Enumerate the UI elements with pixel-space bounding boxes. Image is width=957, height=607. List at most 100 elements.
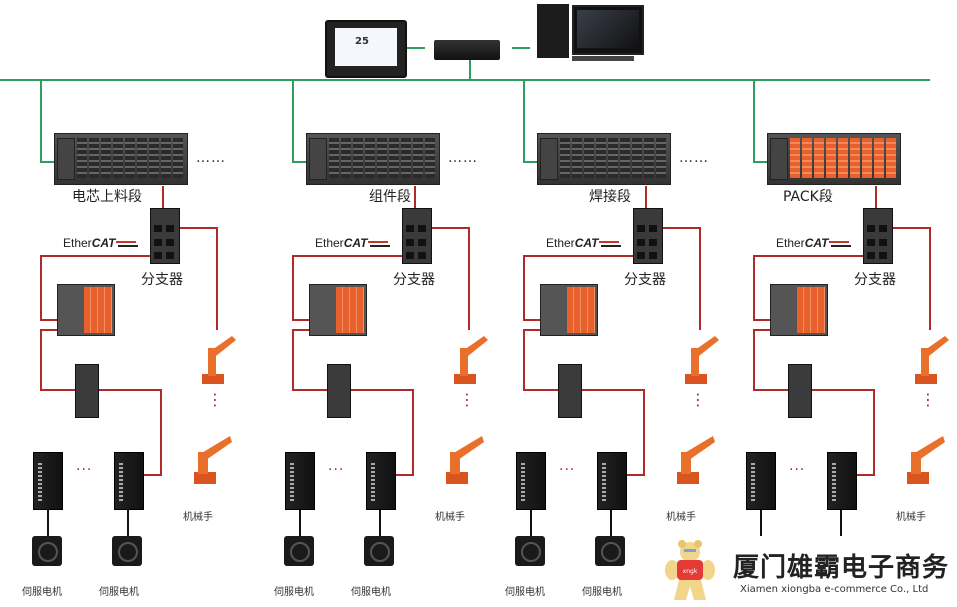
hmi-temperature: 25 [355,36,369,47]
motor-label: 伺服电机 [351,587,391,598]
ethercat-arrows-icon [829,240,852,248]
ethernet-drop [292,80,310,163]
servo-drive [366,452,396,510]
servo-motor [32,536,62,566]
keyboard [572,56,634,61]
robot-label: 机械手 [666,512,696,523]
company-name-en: Xiamen xiongba e-commerce Co., Ltd [740,584,929,595]
robot-more-dots: ⋮ [459,390,476,409]
hmi-touchscreen: 25 [325,20,407,78]
splitter-label: 分支器 [854,272,896,288]
servo-drive [827,452,857,510]
ethercat-logo: EtherCAT [776,236,852,250]
desktop-monitor [572,5,644,55]
ethercat-link [753,255,863,321]
segment-name: PACK段 [783,189,833,205]
robot-more-dots: ⋮ [690,390,707,409]
io-coupler-module [57,284,115,336]
ethercat-link [523,255,633,321]
mascot-shirt-text: xngk [683,568,698,575]
segment-ellipsis: …… [448,150,478,166]
drive-more-dots: ··· [789,462,806,478]
motor-label: 伺服电机 [22,587,62,598]
servo-drive [33,452,63,510]
segment-ellipsis: …… [679,150,709,166]
ethercat-logo: EtherCAT [63,236,139,250]
robot-arm-icon [907,436,945,484]
servo-motor [284,536,314,566]
robot-more-dots: ⋮ [207,390,224,409]
mascot-bear-logo: xngk [665,540,715,600]
splitter-label: 分支器 [624,272,666,288]
ethercat-link [580,389,645,476]
ethercat-link [97,389,162,476]
ethercat-link [753,329,788,391]
ethercat-arrows-icon [368,240,391,248]
ethercat-logo: EtherCAT [546,236,622,250]
robot-arm-icon [677,436,715,484]
ethercat-link [810,389,875,476]
ethercat-splitter [402,208,432,264]
network-switch [434,40,500,60]
robot-arm-icon [685,336,719,384]
distributed-io-block [558,364,582,418]
servo-drive [285,452,315,510]
ethercat-link [661,227,701,330]
ethercat-link [523,329,558,391]
motor-label: 伺服电机 [505,587,545,598]
servo-drive [597,452,627,510]
servo-drive [516,452,546,510]
io-coupler-module [770,284,828,336]
robot-arm-icon [915,336,949,384]
splitter-label: 分支器 [393,272,435,288]
ethercat-link [292,255,402,321]
ethernet-drop [753,80,771,163]
segment-plc-controller [306,133,440,185]
segment-plc-controller [537,133,671,185]
ethercat-link [178,227,218,330]
desktop-computer-tower [537,4,569,58]
servo-drive [114,452,144,510]
segment-name: 焊接段 [589,189,631,205]
segment-plc-controller [54,133,188,185]
ethercat-splitter [863,208,893,264]
ethercat-link [40,329,75,391]
robot-arm-icon [446,436,484,484]
segment-name: 组件段 [369,189,411,205]
ethercat-link [40,255,150,321]
drive-more-dots: ··· [76,462,93,478]
servo-motor [515,536,545,566]
company-name-cn: 厦门雄霸电子商务 [733,553,950,583]
motor-label: 伺服电机 [582,587,622,598]
ethercat-arrows-icon [599,240,622,248]
segment-name: 电芯上料段 [72,189,142,205]
robot-more-dots: ⋮ [920,390,937,409]
drive-more-dots: ··· [328,462,345,478]
robot-arm-icon [202,336,236,384]
splitter-label: 分支器 [141,272,183,288]
ethercat-link [292,329,327,391]
motor-label: 伺服电机 [99,587,139,598]
robot-label: 机械手 [896,512,926,523]
ethercat-arrows-icon [116,240,139,248]
ethercat-link [891,227,931,330]
ethercat-splitter [150,208,180,264]
robot-label: 机械手 [183,512,213,523]
servo-motor [112,536,142,566]
ethercat-link [430,227,470,330]
servo-motor [595,536,625,566]
robot-label: 机械手 [435,512,465,523]
ethernet-drop [523,80,541,163]
ethercat-splitter [633,208,663,264]
distributed-io-block [327,364,351,418]
ethercat-link [349,389,414,476]
servo-motor [364,536,394,566]
distributed-io-block [788,364,812,418]
robot-arm-icon [194,436,232,484]
segment-plc-controller [767,133,901,185]
drive-more-dots: ··· [559,462,576,478]
segment-ellipsis: …… [196,150,226,166]
servo-drive [746,452,776,510]
io-coupler-module [540,284,598,336]
